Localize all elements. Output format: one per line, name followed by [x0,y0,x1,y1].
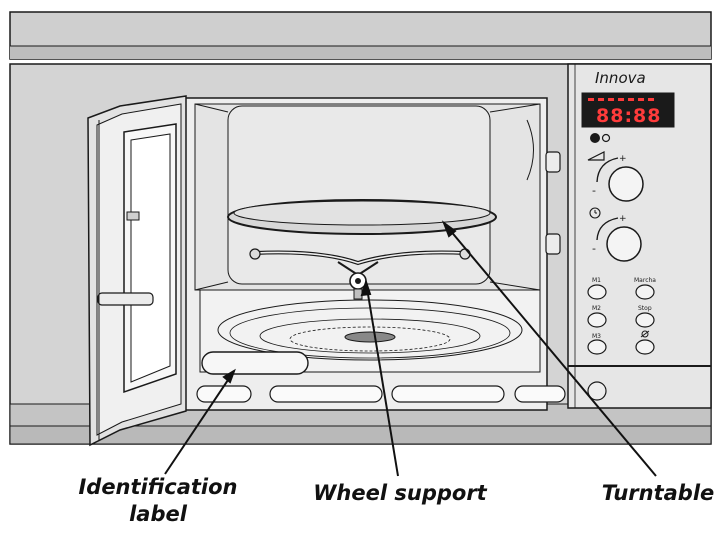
brand-logo: Innova [595,69,646,87]
turntable [227,199,497,235]
display-indicators [588,98,654,101]
identification-callout-line2: label [129,502,187,526]
m1-label: M1 [592,277,601,284]
turntable-callout: Turntable [601,481,715,505]
oven-door [87,95,187,447]
door-latches [545,151,561,255]
m2-button[interactable] [587,312,607,328]
power-level-triangle-icon [587,151,605,161]
identification-leader [164,370,235,475]
cancel-button[interactable] [635,339,655,355]
m3-button[interactable] [587,339,607,355]
timer-knob[interactable] [606,226,642,262]
power-arc-arrow [596,157,619,183]
wheel-support-arrowhead [360,278,372,297]
clock-set-button[interactable] [590,133,600,143]
timer-arc-arrow [596,217,619,241]
power-knob[interactable] [608,166,644,202]
wheel-support-callout: Wheel support [313,481,487,505]
marcha-label: Marcha [634,277,656,284]
turntable-arrowhead [441,220,457,238]
stop-button[interactable] [635,312,655,328]
m1-button[interactable] [587,284,607,300]
control-panel: Innova 88:88 + - + [567,63,712,409]
stop-label: Stop [638,305,652,312]
identification-label-callout: Identification label [58,474,258,528]
wheel-support-leader [365,281,399,477]
identification-arrowhead [222,368,236,384]
timer-plus: + [619,214,627,224]
wheel-support [249,248,471,300]
clock-icon [601,133,611,143]
callout-leaders [164,220,657,477]
m3-label: M3 [592,333,601,340]
marcha-button[interactable] [635,284,655,300]
identification-label-plate [201,351,309,375]
crossed-circle-icon [640,330,650,338]
turntable-leader [443,222,657,477]
timer-clock-icon [589,207,601,219]
door-release-indicator [587,381,607,401]
cabinet-top [9,11,712,60]
power-minus: - [592,184,596,197]
display-digits: 88:88 [596,105,661,127]
identification-callout-line1: Identification [78,475,238,499]
m2-label: M2 [592,305,601,312]
timer-minus: - [592,242,596,255]
power-plus: + [619,154,627,164]
